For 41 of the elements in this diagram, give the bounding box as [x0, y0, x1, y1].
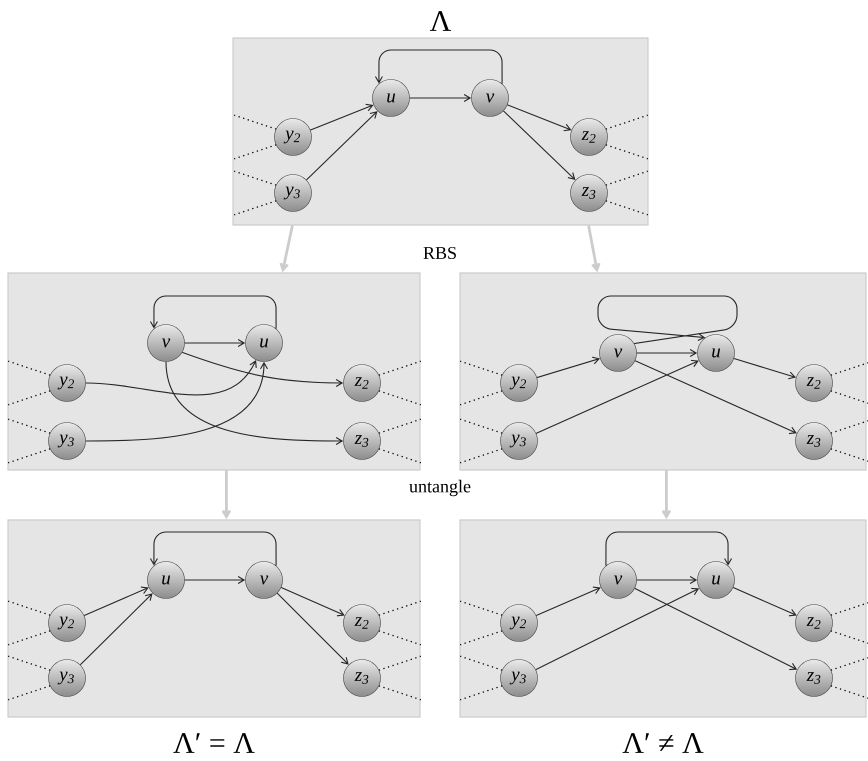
panel-title: Λ: [430, 11, 452, 31]
arrow: [184, 576, 246, 584]
arrow: [536, 360, 699, 434]
arrow: [86, 362, 268, 442]
panel: [459, 272, 867, 471]
arrow: [150, 531, 277, 566]
arrow: [634, 360, 797, 434]
arrow: [536, 356, 600, 378]
arrow: [310, 104, 374, 131]
arrow: [182, 352, 344, 387]
arrow: [374, 49, 503, 84]
arrow: [636, 349, 698, 357]
arrow: [80, 593, 153, 666]
arrow: [734, 358, 796, 380]
arrow: [410, 94, 472, 102]
arrow: [281, 587, 345, 616]
arrow: [276, 592, 349, 665]
arrow: [733, 587, 797, 616]
arrow: [662, 470, 672, 520]
arrow: [184, 339, 246, 347]
arrow: [587, 225, 601, 272]
arrow: [84, 586, 149, 616]
arrow: [605, 531, 732, 566]
panel-title: Λ′ = Λ: [173, 733, 255, 753]
arrow: [536, 588, 700, 670]
panel-title: Λ′ ≠ Λ: [622, 733, 704, 753]
arrow: [536, 586, 601, 616]
panel: [7, 272, 421, 471]
arrow: [86, 360, 257, 396]
arrow: [634, 588, 798, 670]
arrow: [279, 225, 294, 272]
step-label: RBS: [424, 246, 456, 260]
arrow: [150, 295, 277, 329]
arrow: [503, 110, 576, 180]
arrow: [507, 104, 572, 132]
arrow: [165, 362, 344, 445]
arrow: [222, 470, 232, 520]
arrow: [597, 295, 738, 344]
arrow: [306, 111, 378, 180]
arrow: [636, 576, 698, 584]
step-label: untangle: [409, 480, 470, 496]
